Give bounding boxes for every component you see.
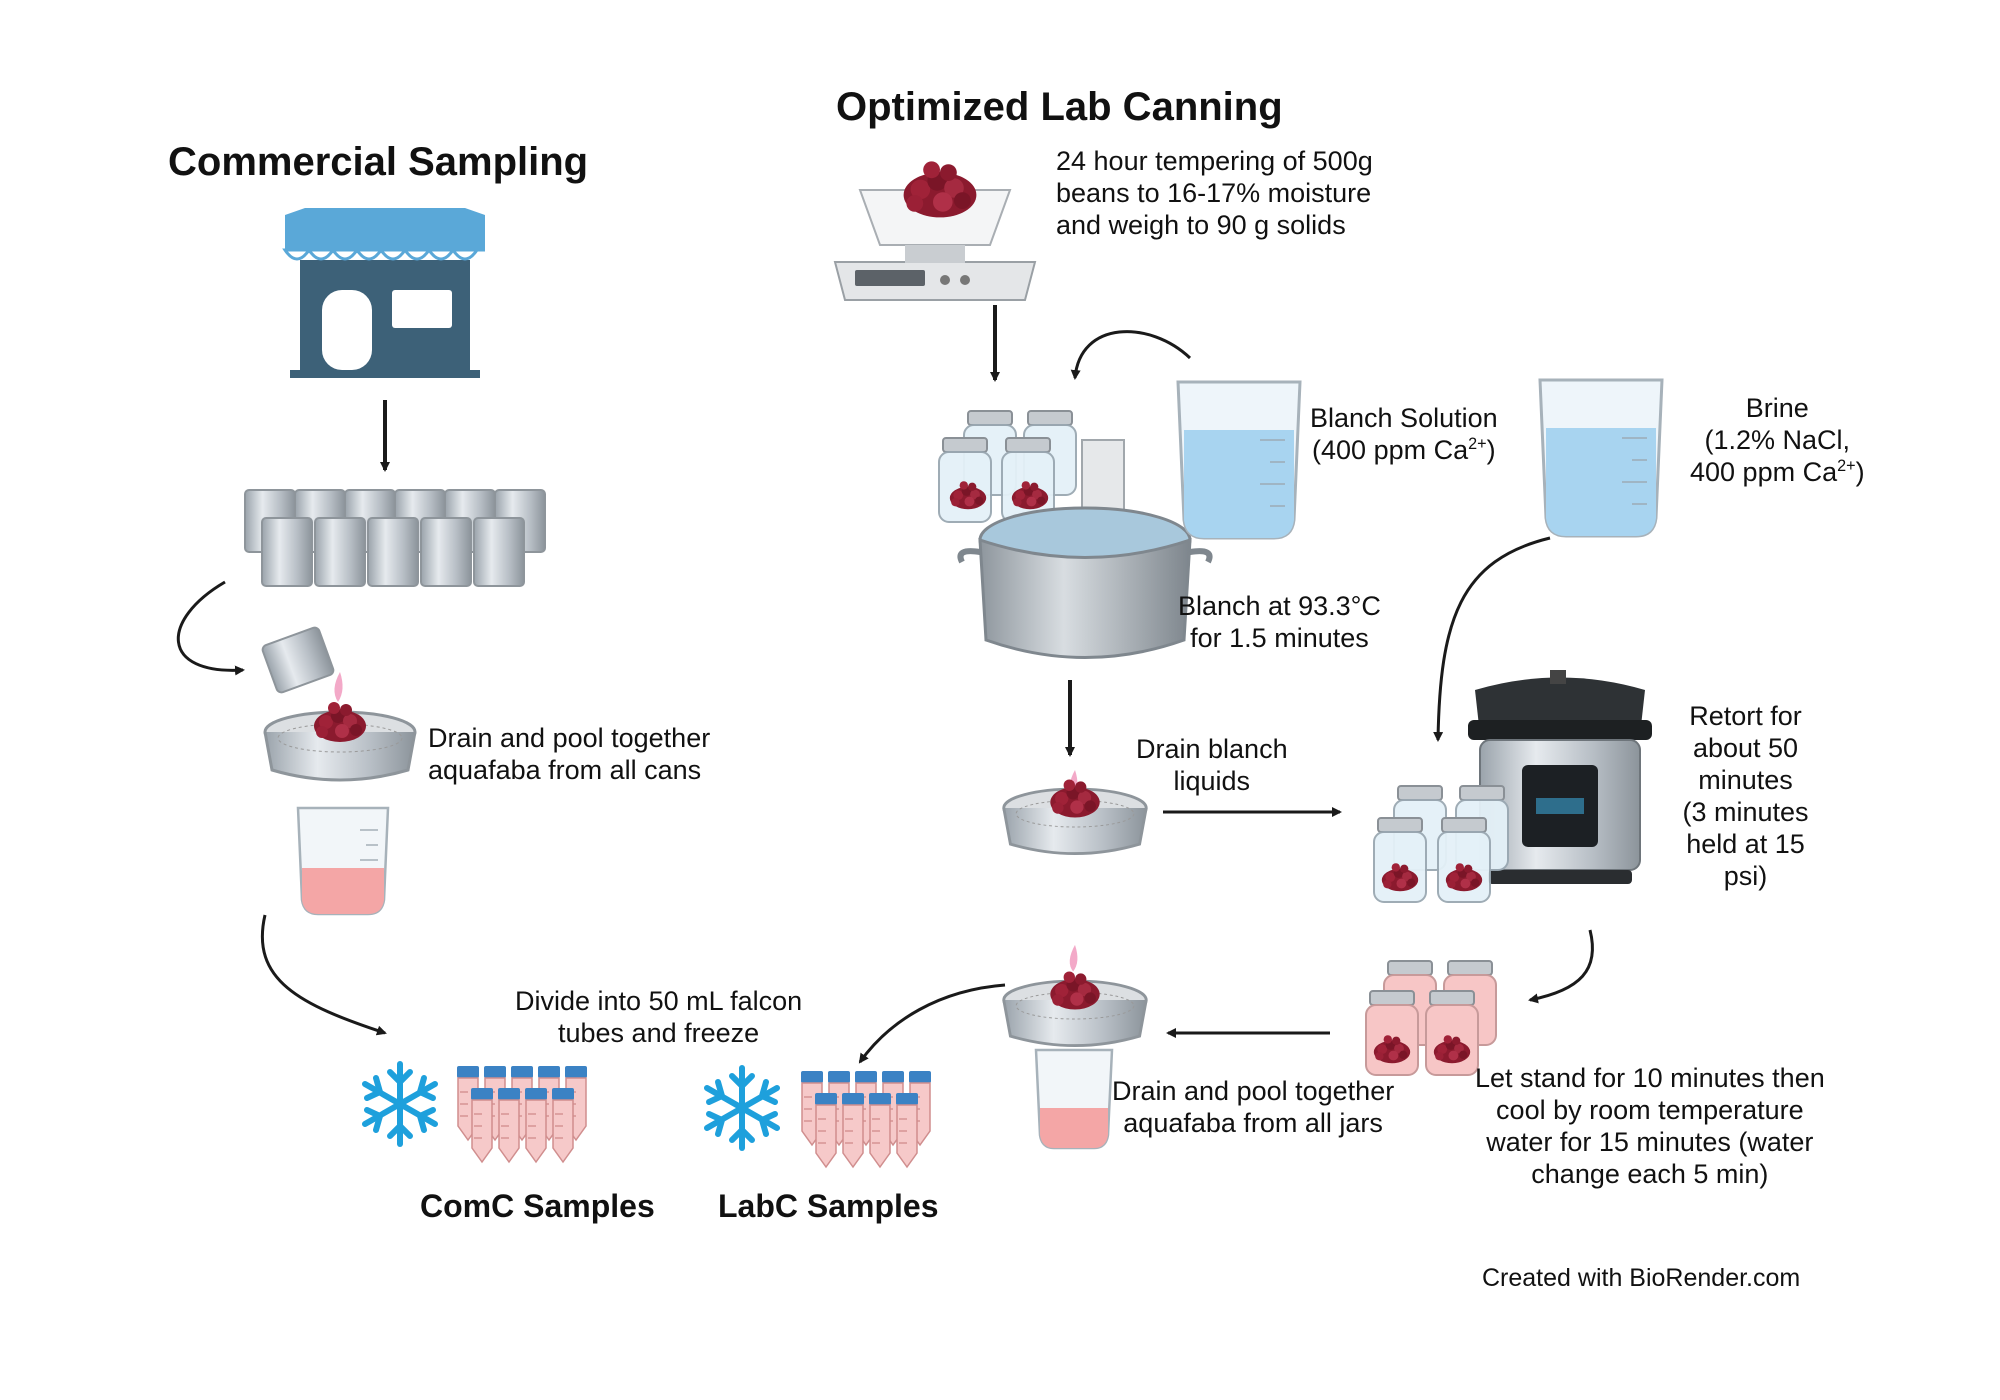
sieve-icon [1002,944,1148,1048]
credit-text: Created with BioRender.com [1482,1264,1801,1292]
pouring-can-icon [261,626,343,702]
divide-label: Divide into 50 mL falcon tubes and freez… [515,986,803,1048]
pot-icon [957,439,1213,659]
heading-commercial-sampling: Commercial Sampling [168,140,589,184]
heading-optimized-lab-canning: Optimized Lab Canning [836,85,1283,129]
arrow [858,983,1006,1064]
sieve-icon [1002,770,1148,856]
scale-icon [833,161,1037,301]
blanch-solution-label: Blanch Solution (400 ppm Ca2+) [1310,403,1498,465]
arrow [176,580,245,676]
let-stand-label: Let stand for 10 minutes then cool by ro… [1475,1063,1825,1189]
tempering-label: 24 hour tempering of 500g beans to 16-17… [1056,146,1373,240]
sieve-icon [263,702,417,782]
falcon-tube-icon [800,1070,932,1168]
snowflake-icon [707,1068,777,1148]
arrow [260,914,387,1036]
snowflake-icon [365,1064,435,1144]
brine-label: Brine (1.2% NaCl, 400 ppm Ca2+) [1690,393,1865,487]
retort-label: Retort for about 50 minutes (3 minutes h… [1682,701,1809,891]
jar-icon [938,410,1077,523]
beaker-icon [296,806,390,916]
arrow [1528,929,1594,1004]
falcon-tube-icon [456,1065,588,1163]
cans-icon [244,489,546,587]
beaker-icon [1176,380,1302,540]
arrow [1070,330,1192,380]
jar-icon [1365,960,1497,1076]
drain-blanch-label: Drain blanch liquids [1136,734,1288,796]
beaker-icon [1538,378,1664,538]
beaker-icon [1034,1048,1114,1150]
store-icon [282,208,485,378]
drain-jars-label: Drain and pool together aquafaba from al… [1112,1076,1395,1138]
labc-samples-label: LabC Samples [718,1188,939,1224]
pressure-cooker-icon [1468,670,1652,884]
jar-icon [1373,785,1509,903]
drain-cans-label: Drain and pool together aquafaba from al… [428,723,711,785]
blanch-label: Blanch at 93.3°C for 1.5 minutes [1178,591,1381,653]
comc-samples-label: ComC Samples [420,1188,655,1224]
arrow [1433,536,1551,742]
